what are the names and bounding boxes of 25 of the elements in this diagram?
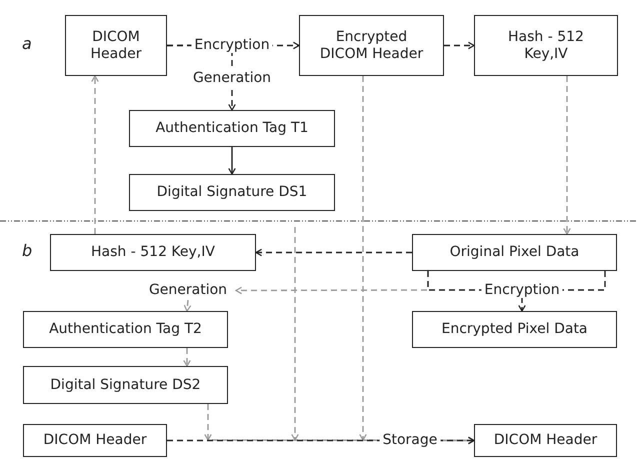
arrow [228,147,236,175]
panel-label: b [22,241,32,260]
process-box: DICOM Header [474,424,617,457]
edge-label: Encryption [191,37,273,53]
process-box: Encrypted Pixel Data [412,311,617,348]
arrow [563,76,571,235]
arrow [184,300,192,312]
process-box: Hash - 512 Key,IV [474,15,618,76]
arrow [444,42,475,50]
process-box: Hash - 512 Key,IV [50,234,256,271]
process-box: Authentication Tag T1 [129,110,335,147]
process-box: Encrypted DICOM Header [299,15,444,76]
panel-label: a [22,34,32,53]
process-box: Digital Signature DS2 [23,366,228,404]
step-label: Generation [140,281,236,300]
arrow [183,348,191,367]
arrow [91,75,99,234]
process-box: DICOM Header [65,15,167,76]
process-box: DICOM Header [23,424,167,457]
edge-label: Storage [380,432,440,448]
process-box: Authentication Tag T2 [23,311,228,348]
edge-label: Encryption [481,282,563,298]
arrow [255,248,412,256]
process-box: Digital Signature DS1 [129,174,335,211]
process-box: Original Pixel Data [412,234,617,271]
